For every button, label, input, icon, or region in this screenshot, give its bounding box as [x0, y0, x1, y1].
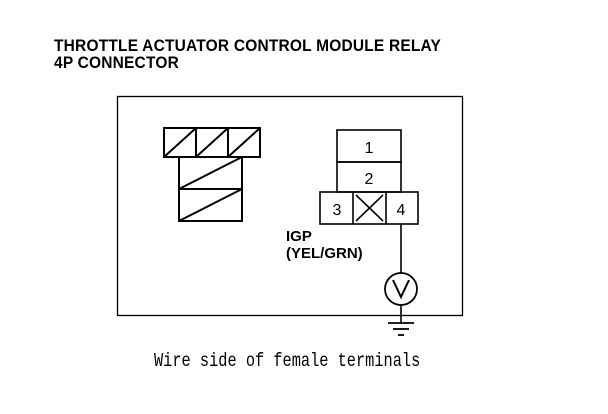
diagram-title: THROTTLE ACTUATOR CONTROL MODULE RELAY 4… — [54, 36, 442, 73]
ground-icon — [388, 322, 414, 336]
pin-3-label: 3 — [333, 202, 342, 219]
pin-2-label: 2 — [365, 171, 374, 188]
pin-1-label: 1 — [365, 140, 374, 157]
title-line-2: 4P CONNECTOR — [54, 54, 179, 73]
pin-layout — [319, 129, 419, 225]
voltmeter-icon — [384, 272, 418, 306]
title-line-1: THROTTLE ACTUATOR CONTROL MODULE RELAY — [54, 36, 442, 56]
pin-4-label: 4 — [397, 202, 406, 219]
connector-shape-icon — [163, 127, 261, 222]
pin-row-bottom — [319, 191, 419, 225]
view-caption: Wire side of female terminals — [154, 351, 421, 373]
wire-label: IGP (YEL/GRN) — [286, 228, 363, 262]
diagram-frame — [116, 95, 464, 317]
unused-terminal-cross-icon — [355, 194, 384, 222]
wire-color: (YEL/GRN) — [286, 245, 363, 262]
terminal-name: IGP — [286, 228, 312, 245]
